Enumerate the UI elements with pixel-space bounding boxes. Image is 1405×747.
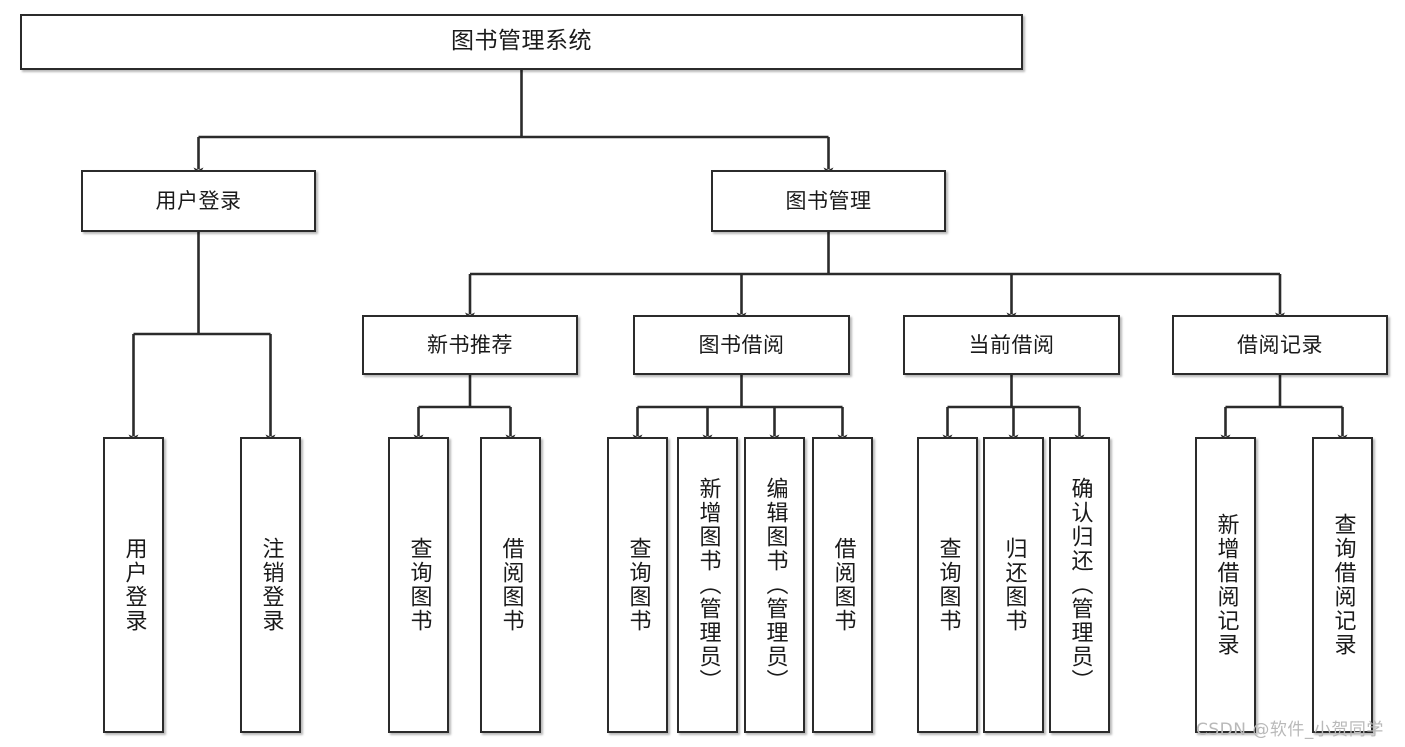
node-label: 借阅图书 <box>498 537 524 633</box>
node-label: 编辑图书（管理员） <box>762 477 788 693</box>
node-label: 用户登录 <box>121 537 147 633</box>
node-borrow-record[interactable]: 借阅记录 <box>1172 315 1388 375</box>
node-label: 归还图书 <box>1001 537 1027 633</box>
node-book-borrow[interactable]: 图书借阅 <box>633 315 850 375</box>
node-leaf-logout[interactable]: 注销登录 <box>240 437 301 733</box>
node-leaf-query-book-1[interactable]: 查询图书 <box>388 437 449 733</box>
node-leaf-edit-book[interactable]: 编辑图书（管理员） <box>744 437 805 733</box>
node-leaf-query-book-2[interactable]: 查询图书 <box>607 437 668 733</box>
node-label: 用户登录 <box>155 188 242 213</box>
node-leaf-add-record[interactable]: 新增借阅记录 <box>1195 437 1256 733</box>
node-leaf-borrow-book-1[interactable]: 借阅图书 <box>480 437 541 733</box>
node-leaf-borrow-book-2[interactable]: 借阅图书 <box>812 437 873 733</box>
node-label: 图书管理 <box>785 188 872 213</box>
node-label: 图书管理系统 <box>451 28 592 55</box>
node-label: 新书推荐 <box>427 332 513 357</box>
node-current-borrow[interactable]: 当前借阅 <box>903 315 1120 375</box>
node-user-login[interactable]: 用户登录 <box>81 170 316 232</box>
node-leaf-add-book[interactable]: 新增图书（管理员） <box>677 437 738 733</box>
node-label: 注销登录 <box>258 537 284 633</box>
node-leaf-query-record[interactable]: 查询借阅记录 <box>1312 437 1373 733</box>
node-root[interactable]: 图书管理系统 <box>20 14 1023 70</box>
node-new-book-rec[interactable]: 新书推荐 <box>362 315 578 375</box>
node-label: 查询图书 <box>406 537 432 633</box>
node-leaf-confirm-return[interactable]: 确认归还（管理员） <box>1049 437 1110 733</box>
node-label: 查询图书 <box>625 537 651 633</box>
node-label: 当前借阅 <box>968 332 1055 357</box>
node-label: 图书借阅 <box>698 332 785 357</box>
node-leaf-user-login[interactable]: 用户登录 <box>103 437 164 733</box>
edge-group <box>128 70 1348 444</box>
node-leaf-query-book-3[interactable]: 查询图书 <box>917 437 978 733</box>
node-label: 查询借阅记录 <box>1330 513 1356 657</box>
node-label: 查询图书 <box>935 537 961 633</box>
node-book-manage[interactable]: 图书管理 <box>711 170 946 232</box>
node-label: 新增图书（管理员） <box>695 477 721 693</box>
node-label: 借阅记录 <box>1237 332 1323 357</box>
node-label: 确认归还（管理员） <box>1067 477 1093 693</box>
node-label: 新增借阅记录 <box>1213 513 1239 657</box>
node-leaf-return-book[interactable]: 归还图书 <box>983 437 1044 733</box>
node-label: 借阅图书 <box>830 537 856 633</box>
